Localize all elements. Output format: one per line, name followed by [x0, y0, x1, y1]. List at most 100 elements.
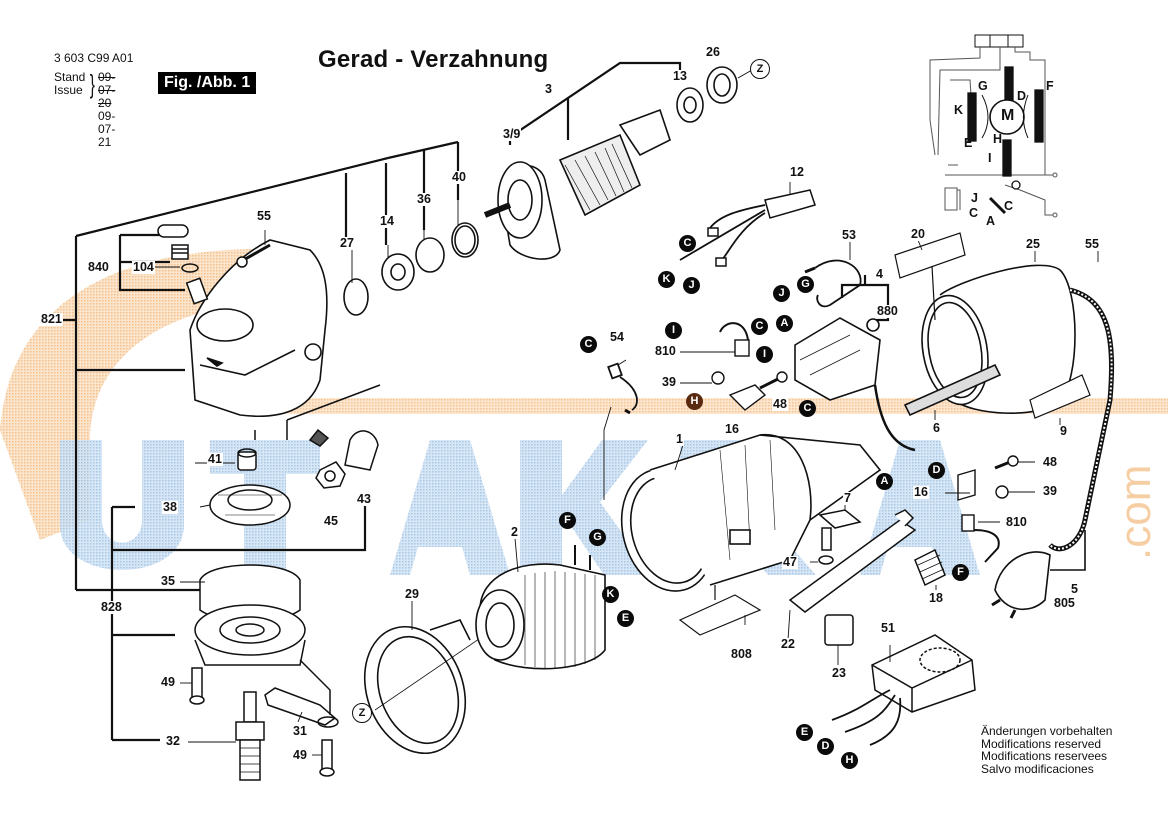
part-label: 40	[451, 170, 467, 184]
part-label: 22	[780, 637, 796, 651]
part-label: 45	[323, 514, 339, 528]
armature	[483, 108, 671, 260]
connector-badge-d: D	[928, 462, 945, 479]
leader-lines	[140, 182, 1099, 756]
schematic-terminal-d: D	[1017, 89, 1027, 103]
part-label: 6	[932, 421, 941, 435]
connector-badge-k: K	[602, 586, 619, 603]
part-label: 48	[1042, 455, 1058, 469]
part-label: 32	[165, 734, 181, 748]
connector-badge-i: I	[756, 346, 773, 363]
part-label: 26	[705, 45, 721, 59]
part-label: 43	[356, 492, 372, 506]
stand-label: Stand	[54, 70, 86, 84]
part-label: 810	[1005, 515, 1028, 529]
part-label: 49	[292, 748, 308, 762]
part-label: 810	[654, 344, 677, 358]
connector-badge-j: J	[773, 285, 790, 302]
schematic-terminal-c1: C	[969, 206, 979, 220]
connector-badge-g: G	[589, 529, 606, 546]
brace-icon: }	[89, 69, 95, 99]
schematic-terminal-e: E	[964, 136, 973, 150]
connector-badge-f: F	[559, 512, 576, 529]
part-label: 39	[1042, 484, 1058, 498]
cable-sleeve	[903, 287, 1115, 619]
part-label: 38	[162, 500, 178, 514]
part-label: 41	[207, 452, 223, 466]
part-label: 13	[672, 69, 688, 83]
modification-note: Änderungen vorbehalten Modifications res…	[981, 725, 1112, 775]
part-label: 4	[875, 267, 884, 281]
motor-symbol-label: M	[1001, 107, 1015, 124]
connector-badge-c: C	[580, 336, 597, 353]
bracket-5	[1050, 530, 1086, 571]
z-marker: Z	[352, 703, 372, 723]
electronic-module-51	[831, 634, 976, 746]
brush-holder	[794, 317, 916, 452]
part-label: 29	[404, 587, 420, 601]
part-label: 808	[730, 647, 753, 661]
connector-badge-h: H	[686, 393, 703, 410]
part-label: 821	[40, 312, 63, 326]
part-label: 48	[772, 397, 788, 411]
document-number: 3 603 C99 A01	[54, 51, 134, 65]
part-label: 31	[292, 724, 308, 738]
connector-badge-e: E	[617, 610, 634, 627]
part-label: 27	[339, 236, 355, 250]
part-label: 18	[928, 591, 944, 605]
part-label: 54	[609, 330, 625, 344]
part-label: 14	[379, 214, 395, 228]
connector-badge-j: J	[683, 277, 700, 294]
part-label: 55	[1084, 237, 1100, 251]
schematic-terminal-g: G	[978, 79, 988, 93]
spindle-parts	[189, 659, 339, 781]
brush-cluster-left	[711, 322, 788, 411]
switch-parts	[788, 509, 946, 646]
part-label: 47	[782, 555, 798, 569]
connector-badge-k: K	[658, 271, 675, 288]
part-label: 53	[841, 228, 857, 242]
bearings-right	[676, 66, 753, 123]
note-line-en: Modifications reserved	[981, 736, 1102, 751]
connector-badge-c: C	[679, 235, 696, 252]
issue-label: Issue	[54, 83, 83, 97]
stand-date: 09-07-20	[98, 70, 116, 110]
plug-cap-parts	[157, 224, 271, 305]
part-label: 25	[1025, 237, 1041, 251]
z-marker: Z	[750, 59, 770, 79]
connector-badge-e: E	[796, 724, 813, 741]
connector-badge-f: F	[952, 564, 969, 581]
part-label: 16	[724, 422, 740, 436]
label-808	[678, 585, 762, 636]
part-label: 104	[132, 260, 155, 274]
connector-badge-c: C	[751, 318, 768, 335]
motor-housing	[620, 434, 882, 592]
sticker-labels	[894, 232, 1091, 419]
connector-badge-c: C	[799, 400, 816, 417]
part-label: 49	[160, 675, 176, 689]
suppressor-12	[679, 189, 816, 267]
part-label: 2	[510, 525, 519, 539]
figure-label: Fig. /Abb. 1	[158, 72, 257, 94]
schematic-terminal-c2: C	[1004, 199, 1014, 213]
schematic-terminal-k: K	[954, 103, 964, 117]
part-label: 12	[789, 165, 805, 179]
connector-badge-g: G	[797, 276, 814, 293]
part-label: 840	[87, 260, 110, 274]
schematic-terminal-f: F	[1046, 79, 1054, 93]
part-label: 39	[661, 375, 677, 389]
schematic-coils	[967, 66, 1044, 215]
connector-badge-a: A	[876, 473, 893, 490]
connector-badge-i: I	[665, 322, 682, 339]
note-line-de: Änderungen vorbehalten	[981, 724, 1113, 738]
part-label: 36	[416, 192, 432, 206]
issue-date: 09-07-21	[98, 109, 116, 149]
gear-housing	[189, 239, 328, 418]
stator	[475, 545, 606, 670]
part-label: 1	[675, 432, 684, 446]
part-label: 3	[544, 82, 553, 96]
part-label: 55	[256, 209, 272, 223]
part-label: 880	[876, 304, 899, 318]
part-label: 23	[831, 666, 847, 680]
part-label: 7	[843, 491, 852, 505]
